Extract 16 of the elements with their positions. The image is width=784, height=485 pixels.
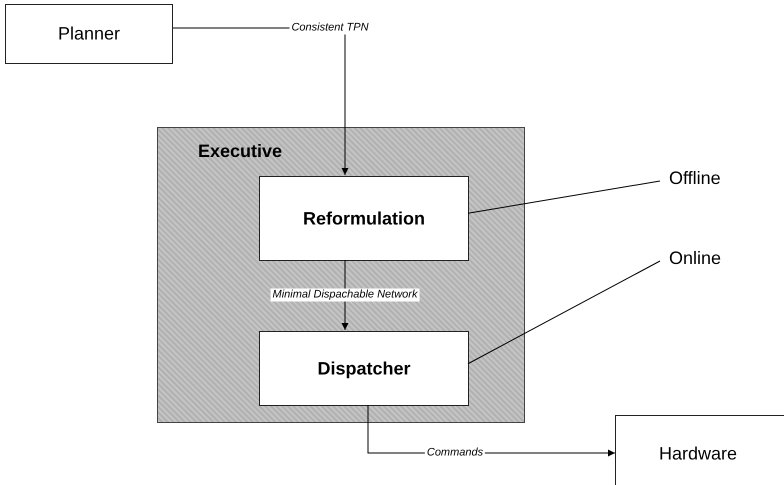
process-box [259,331,469,406]
leader-line [468,260,660,364]
box-label: Planner [56,24,122,44]
edge-label: Minimal Dispachable Network [270,288,420,302]
box-label: Hardware [658,444,738,464]
annotation-label: Offline [669,168,721,189]
box-label: Dispatcher [316,358,412,379]
annotation-label: Online [669,248,722,269]
edge-label: Consistent TPN [289,22,371,34]
process-box [5,4,173,64]
box-label: Reformulation [302,208,426,229]
leader-line [468,180,660,214]
group-title: Executive [198,141,282,162]
process-box [259,176,469,261]
process-box [615,415,784,485]
group-box [157,127,525,423]
